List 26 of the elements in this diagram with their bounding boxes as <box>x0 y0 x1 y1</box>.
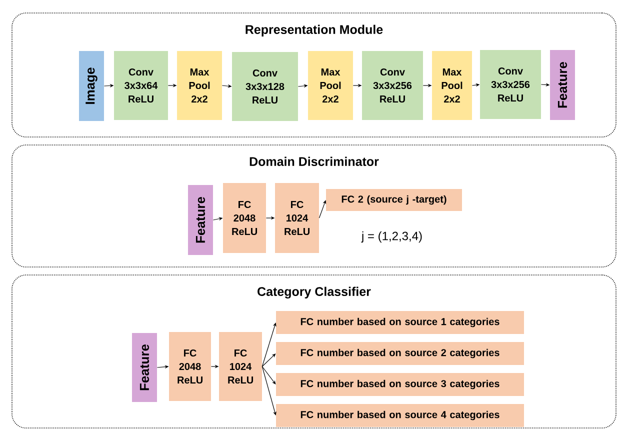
pooling-box: Max Pool 2x2 <box>308 51 353 120</box>
output-layer-box: FC number based on source 4 categories <box>276 404 524 427</box>
arrow <box>262 366 276 416</box>
arrow <box>262 354 276 367</box>
fc-layer-box: FC 2048 ReLU <box>223 183 266 253</box>
fc-layer-box: FC 1024 ReLU <box>275 183 319 253</box>
pooling-box: Max Pool 2x2 <box>177 51 222 120</box>
feature-block: Feature <box>188 185 213 255</box>
fc-layer-box: FC 1024 ReLU <box>219 332 262 401</box>
arrow <box>262 322 276 367</box>
conv-layer-box: Conv 3x3x256 ReLU <box>480 50 541 119</box>
image-block: Image <box>79 51 104 121</box>
fc-layer-box: FC 2048 ReLU <box>169 332 211 401</box>
arrow <box>262 366 276 384</box>
conv-layer-box: Conv 3x3x128 ReLU <box>232 52 298 121</box>
feature-block: Feature <box>132 333 157 402</box>
feature-block: Feature <box>550 50 575 120</box>
conv-layer-box: Conv 3x3x256 ReLU <box>362 51 423 120</box>
conv-layer-box: Conv 3x3x64 ReLU <box>114 51 168 120</box>
output-layer-box: FC number based on source 3 categories <box>276 373 524 396</box>
pooling-box: Max Pool 2x2 <box>432 51 472 120</box>
note-text: j = (1,2,3,4) <box>361 231 422 243</box>
output-layer-box: FC 2 (source j -target) <box>326 189 462 211</box>
arrow <box>318 200 326 218</box>
output-layer-box: FC number based on source 2 categories <box>276 342 524 365</box>
output-layer-box: FC number based on source 1 categories <box>276 311 524 334</box>
